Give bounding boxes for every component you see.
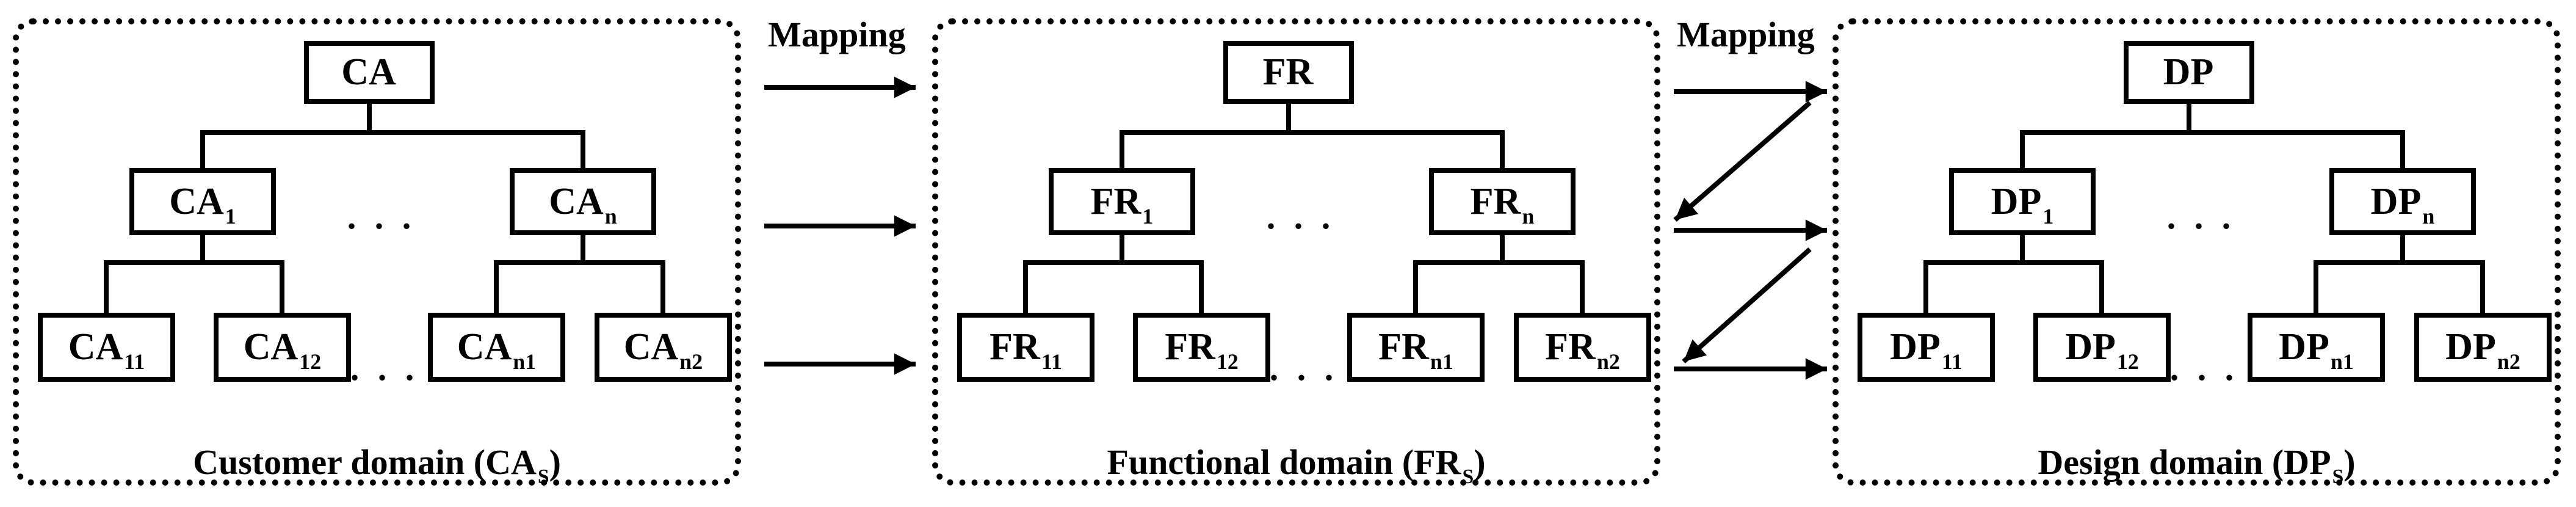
node-label: DP11 [1890,326,1963,374]
ca-grandchild-n1-node: CAn1 [428,313,565,382]
dp-root-node: DP [2124,41,2254,104]
ca-root-node: CA [304,41,435,104]
ca-grandchild-n2-node: CAn2 [595,313,732,382]
fr-child-1-node: FR1 [1049,168,1195,235]
fr-dp-mapping-arrows [1673,81,1827,380]
ellipsis-children-row: . . . [1266,197,1331,236]
node-label: FRn [1470,180,1535,228]
node-label: CA11 [68,326,145,374]
node-label: DP1 [1991,180,2054,228]
mapping-label-ca-fr: Mapping [768,15,906,54]
ellipsis-grandchildren-row: . . . [350,348,414,388]
fr-grandchild-n2-node: FRn2 [1514,313,1651,382]
ellipsis-children-row: . . . [2166,197,2231,236]
functional-domain-caption: Functional domain (FRS) [1107,442,1486,489]
feedback-arrow-lower [1682,247,1812,363]
node-label: FR1 [1090,180,1154,228]
dp-child-n-node: DPn [2329,168,2476,235]
ca-grandchild-12-node: CA12 [214,313,351,382]
mapping-label-fr-dp: Mapping [1677,15,1815,54]
fr-root-node: FR [1223,41,1354,104]
dp-grandchild-12-node: DP12 [2033,313,2171,382]
node-label: FR11 [990,326,1062,374]
node-label: DPn2 [2445,326,2520,374]
node-label: CA [341,51,396,93]
panel-customer-domain: CA CA1 CAn CA11 CA12 CAn1 CAn2 . . . . .… [13,18,741,489]
panel-design-domain: DP DP1 DPn DP11 DP12 DPn1 DPn2 . . . . .… [1833,18,2561,489]
ellipsis-grandchildren-row: . . . [1269,348,1334,388]
ca-grandchild-11-node: CA11 [38,313,175,382]
node-label: CA12 [243,326,322,374]
customer-domain-caption: Customer domain (CAS) [193,442,561,489]
fr-grandchild-n1-node: FRn1 [1347,313,1485,382]
node-label: DPn1 [2279,326,2354,374]
node-label: FR [1262,51,1314,93]
dp-grandchild-n2-node: DPn2 [2414,313,2552,382]
tree-connector-lines [1023,101,1585,315]
tree-connector-lines [1923,101,2485,315]
dp-grandchild-11-node: DP11 [1858,313,1995,382]
panel-functional-domain: FR FR1 FRn FR11 FR12 FRn1 FRn2 . . . . .… [932,18,1660,489]
node-label: CAn1 [457,326,537,374]
ellipsis-grandchildren-row: . . . [2169,348,2234,388]
node-label: CA1 [169,180,236,228]
node-label: FRn1 [1378,326,1453,374]
ca-child-n-node: CAn [510,168,656,235]
fr-child-n-node: FRn [1429,168,1576,235]
node-label: FRn2 [1545,326,1620,374]
ca-fr-mapping-arrows [764,76,916,375]
design-domain-caption: Design domain (DPS) [2038,442,2356,489]
fr-grandchild-12-node: FR12 [1133,313,1270,382]
dp-grandchild-n1-node: DPn1 [2248,313,2385,382]
node-label: CAn2 [623,326,703,374]
ca-child-1-node: CA1 [129,168,276,235]
node-label: FR12 [1165,326,1239,374]
node-label: CAn [549,180,617,228]
feedback-arrow-upper [1673,100,1812,222]
dp-child-1-node: DP1 [1949,168,2096,235]
node-label: DPn [2370,180,2435,228]
fr-grandchild-11-node: FR11 [957,313,1094,382]
node-label: DP [2163,51,2214,93]
ellipsis-children-row: . . . [347,197,411,236]
tree-connector-lines [104,101,665,315]
node-label: DP12 [2065,326,2139,374]
